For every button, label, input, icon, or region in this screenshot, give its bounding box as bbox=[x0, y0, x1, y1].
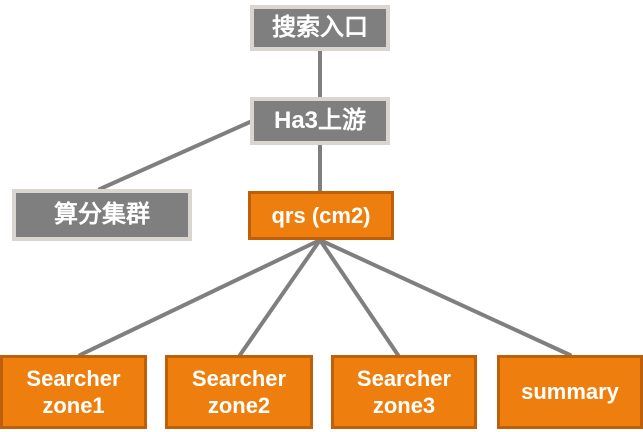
node-searcher-zone3: Searcher zone3 bbox=[331, 355, 477, 429]
node-searcher-zone2-line2: zone2 bbox=[207, 393, 271, 418]
edge-qrs-zone2 bbox=[238, 238, 322, 357]
edge-qrs-summary bbox=[318, 238, 572, 357]
node-searcher-zone2: Searcher zone2 bbox=[165, 355, 313, 429]
edge-qrs-zone3 bbox=[318, 238, 400, 357]
node-summary-label: summary bbox=[521, 379, 619, 405]
node-compute-cluster: 算分集群 bbox=[12, 189, 192, 241]
node-search-entry-label: 搜索入口 bbox=[272, 14, 368, 41]
edge-qrs-zone1 bbox=[78, 238, 322, 357]
node-qrs: qrs (cm2) bbox=[248, 191, 394, 240]
edge-upstream-compute bbox=[98, 120, 252, 191]
node-ha3-upstream-label: Ha3上游 bbox=[273, 107, 367, 134]
node-summary: summary bbox=[497, 355, 643, 429]
node-searcher-zone1: Searcher zone1 bbox=[0, 355, 147, 429]
node-searcher-zone1-line2: zone1 bbox=[42, 393, 105, 418]
node-searcher-zone1-line1: Searcher bbox=[26, 365, 121, 391]
node-ha3-upstream: Ha3上游 bbox=[250, 97, 390, 145]
node-searcher-zone3-line2: zone3 bbox=[372, 393, 436, 418]
node-compute-cluster-label: 算分集群 bbox=[54, 201, 150, 228]
node-search-entry: 搜索入口 bbox=[250, 5, 390, 51]
node-searcher-zone2-line1: Searcher bbox=[191, 365, 287, 391]
node-qrs-label: qrs (cm2) bbox=[271, 202, 371, 228]
node-searcher-zone3-line1: Searcher bbox=[356, 365, 452, 391]
